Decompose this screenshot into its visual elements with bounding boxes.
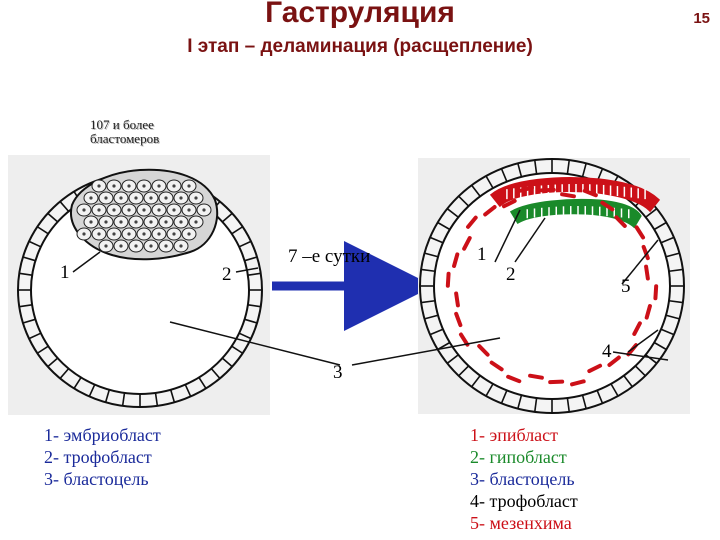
label-2-left: 2 (222, 264, 232, 286)
legend-right-item-3: 3- бластоцель (470, 468, 578, 490)
mesenchyme-cell (562, 194, 574, 196)
bilaminar-figure (418, 158, 690, 414)
legend-right-item-5: 5- мезенхима (470, 512, 578, 534)
label-1-right: 1 (477, 244, 487, 266)
legend-left-item-1: 1- эмбриобласт (44, 424, 161, 446)
blastomere-nucleus (112, 208, 115, 211)
blastomere-nucleus (97, 208, 100, 211)
blastomere-nucleus (194, 196, 197, 199)
mesenchyme-cell (550, 382, 562, 383)
blastomere-nucleus (127, 232, 130, 235)
blastomere-nucleus (179, 196, 182, 199)
blastomere-nucleus (187, 208, 190, 211)
legend-left: 1- эмбриобласт 2- трофобласт 3- бластоце… (44, 424, 161, 490)
blastomere-nucleus (104, 220, 107, 223)
blastomere-nucleus (149, 196, 152, 199)
blastomere-nucleus (97, 232, 100, 235)
blastomere-nucleus (157, 184, 160, 187)
blastomere-nucleus (119, 220, 122, 223)
blastomere-nucleus (194, 220, 197, 223)
blastomere-nucleus (149, 244, 152, 247)
blastomere-nucleus (164, 244, 167, 247)
blastomere-nucleus (164, 220, 167, 223)
blastomere-nucleus (82, 208, 85, 211)
blastomere-nucleus (127, 208, 130, 211)
blastomere-nucleus (119, 196, 122, 199)
legend-right-item-2: 2- гипобласт (470, 446, 578, 468)
blastomere-nucleus (149, 220, 152, 223)
blastomere-nucleus (127, 184, 130, 187)
mesenchyme-cell (448, 274, 449, 286)
blastomere-nucleus (172, 208, 175, 211)
legend-right-item-1: 1- эпибласт (470, 424, 578, 446)
mesenchyme-cell (456, 294, 458, 306)
legend-left-item-2: 2- трофобласт (44, 446, 161, 468)
arrow-label: 7 –е сутки (288, 246, 370, 268)
blastomere-nucleus (82, 232, 85, 235)
mesenchyme-cell (646, 267, 648, 279)
label-5-right: 5 (621, 276, 631, 298)
blastomere-nucleus (89, 196, 92, 199)
blastomere-nucleus (142, 184, 145, 187)
blastomere-nucleus (134, 220, 137, 223)
blastomere-nucleus (142, 208, 145, 211)
blastomere-nucleus (187, 232, 190, 235)
blastomere-nucleus (97, 184, 100, 187)
blastomere-nucleus (112, 232, 115, 235)
label-2-right: 2 (506, 264, 516, 286)
legend-right: 1- эпибласт 2- гипобласт 3- бластоцель 4… (470, 424, 578, 534)
legend-left-item-3: 3- бластоцель (44, 468, 161, 490)
blastomere-nucleus (104, 244, 107, 247)
blastomere-nucleus (142, 232, 145, 235)
legend-right-item-4: 4- трофобласт (470, 490, 578, 512)
label-3: 3 (333, 362, 343, 384)
blastomere-nucleus (172, 184, 175, 187)
mesenchyme-cell (542, 190, 554, 191)
blastomere-nucleus (179, 244, 182, 247)
blastomere-nucleus (112, 184, 115, 187)
blastomere-nucleus (164, 196, 167, 199)
mesenchyme-cell (655, 286, 656, 298)
label-4-right: 4 (602, 341, 612, 363)
mesenchyme-cell (530, 376, 542, 378)
blastomere-nucleus (119, 244, 122, 247)
blastomere-nucleus (89, 220, 92, 223)
embryoblast-cluster (71, 170, 217, 260)
blastomere-nucleus (179, 220, 182, 223)
blastomere-nucleus (187, 184, 190, 187)
blastomere-nucleus (134, 244, 137, 247)
blastomere-nucleus (202, 208, 205, 211)
blastomere-nucleus (104, 196, 107, 199)
blastomere-nucleus (172, 232, 175, 235)
blastomere-nucleus (134, 196, 137, 199)
label-1-left: 1 (60, 262, 70, 284)
blastomere-nucleus (157, 232, 160, 235)
blastomere-nucleus (157, 208, 160, 211)
